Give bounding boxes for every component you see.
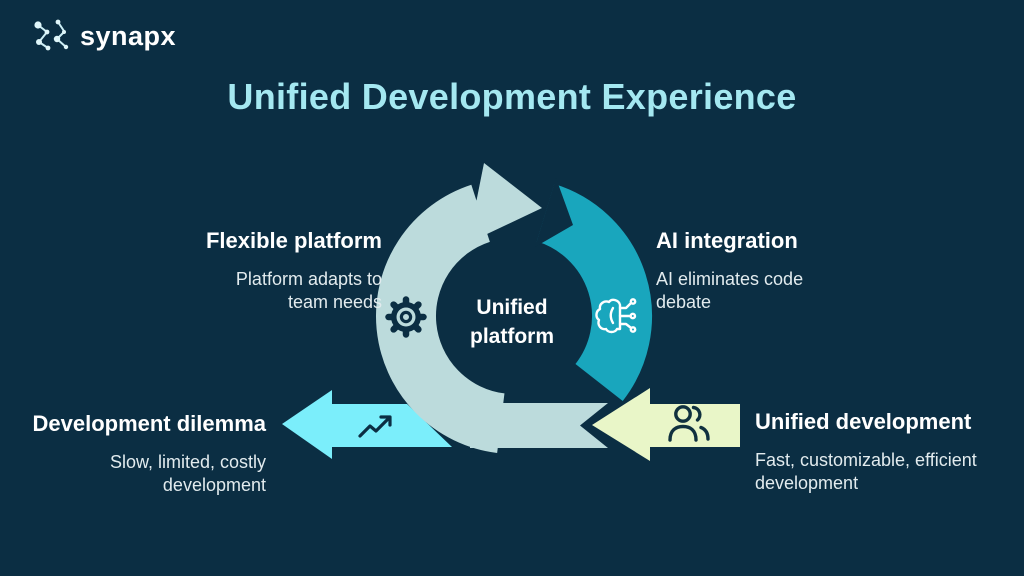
section-ai-integration: AI integration AI eliminates code debate [656, 228, 856, 314]
center-label: Unified platform [437, 293, 587, 351]
development-dilemma-heading: Development dilemma [32, 411, 266, 436]
people-icon [668, 405, 710, 442]
bottom-band [470, 403, 608, 448]
synapx-network-icon [34, 19, 69, 51]
green-left-arrow [592, 388, 740, 461]
center-label-line1: Unified [476, 296, 548, 319]
gear-icon [385, 296, 427, 338]
brain-circuit-icon [595, 298, 637, 334]
light-arc-arrowhead [468, 163, 542, 243]
page-title: Unified Development Experience [227, 76, 797, 117]
logo: synapx [30, 16, 176, 56]
unified-development-description: Fast, customizable, efficient developmen… [755, 450, 977, 493]
unified-development-heading: Unified development [755, 409, 972, 434]
teal-arc-tail-notch [535, 178, 573, 247]
center-label-line2: platform [470, 325, 554, 348]
section-development-dilemma: Development dilemma Slow, limited, costl… [6, 411, 266, 497]
cyan-left-arrow [282, 390, 452, 459]
flexible-platform-heading: Flexible platform [205, 228, 382, 253]
development-dilemma-description: Slow, limited, costly development [109, 452, 266, 495]
brand-name: synapx [80, 20, 177, 51]
ai-integration-heading: AI integration [656, 228, 798, 253]
flexible-platform-description: Platform adapts to team needs [235, 269, 382, 312]
section-unified-development: Unified development Fast, customizable, … [755, 409, 1000, 495]
ai-integration-description: AI eliminates code debate [656, 269, 804, 312]
section-flexible-platform: Flexible platform Platform adapts to tea… [142, 228, 382, 314]
trend-up-icon [358, 415, 392, 438]
